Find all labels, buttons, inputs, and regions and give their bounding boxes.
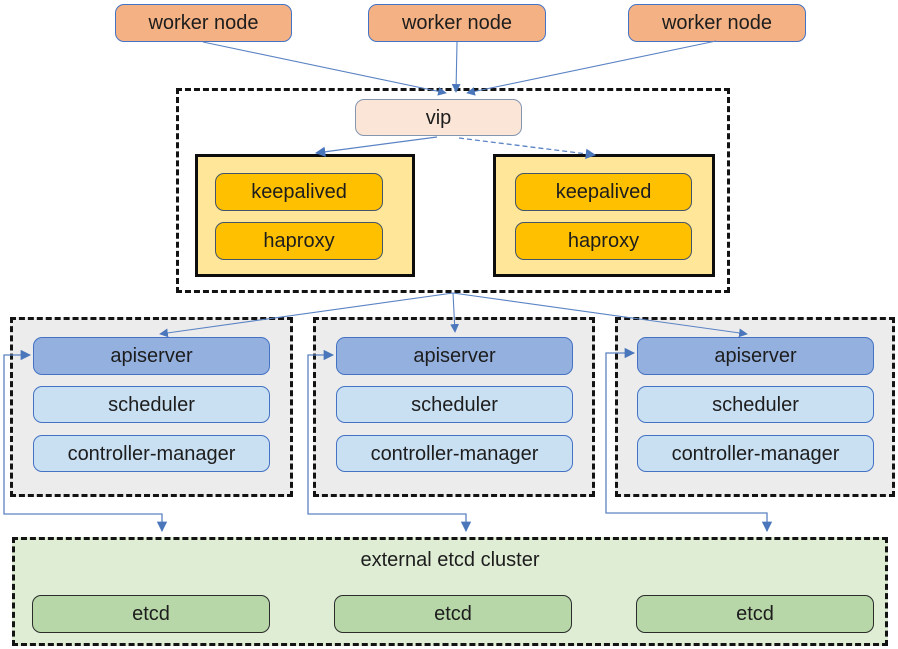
etcd-cluster-title: external etcd cluster: [360, 549, 540, 571]
scheduler-box-1: scheduler: [33, 386, 270, 423]
keepalived-box-1: keepalived: [215, 173, 383, 211]
etcd-box-2: etcd: [334, 595, 572, 633]
worker-node-3: worker node: [628, 4, 806, 42]
controller-manager-box-1: controller-manager: [33, 435, 270, 472]
controller-manager-box-2: controller-manager: [336, 435, 573, 472]
keepalived-box-2: keepalived: [515, 173, 692, 211]
haproxy-box-1: haproxy: [215, 222, 383, 260]
edge-worker3-vip: [466, 40, 717, 96]
etcd-box-1: etcd: [32, 595, 270, 633]
apiserver-box-2: apiserver: [336, 337, 573, 375]
edge-worker2-vip: [451, 41, 461, 93]
apiserver-box-3: apiserver: [637, 337, 874, 375]
vip-node: vip: [355, 99, 522, 136]
worker-node-2: worker node: [368, 4, 546, 42]
scheduler-box-3: scheduler: [637, 386, 874, 423]
haproxy-box-2: haproxy: [515, 222, 692, 260]
controller-manager-box-3: controller-manager: [637, 435, 874, 472]
edge-worker1-vip: [202, 41, 447, 96]
worker-node-1: worker node: [115, 4, 292, 42]
scheduler-box-2: scheduler: [336, 386, 573, 423]
apiserver-box-1: apiserver: [33, 337, 270, 375]
etcd-box-3: etcd: [636, 595, 874, 633]
